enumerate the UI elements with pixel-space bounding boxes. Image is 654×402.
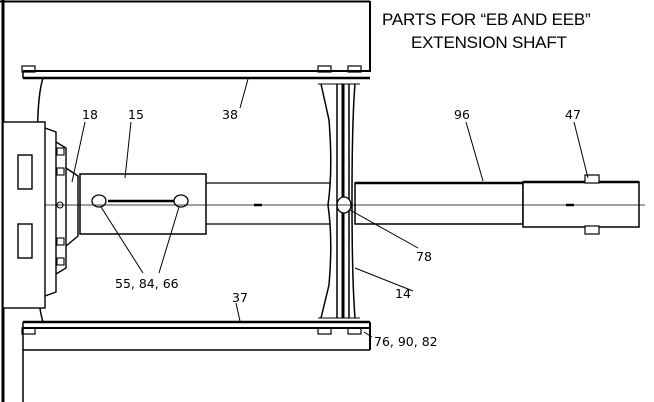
leader-lines [71, 78, 589, 338]
top-channel-rail [21, 65, 370, 80]
coupling-sleeve [79, 173, 207, 235]
callout-labels: 18 15 38 96 47 78 55, 84, 66 37 14 76, 9… [82, 107, 581, 349]
bottom-channel-rail [21, 320, 371, 351]
callout-96: 96 [454, 107, 470, 122]
diagram-title-line-2: EXTENSION SHAFT [411, 33, 567, 52]
callout-18: 18 [82, 107, 98, 122]
callout-55-84-66: 55, 84, 66 [115, 276, 179, 291]
diagram-title-line-1: PARTS FOR “EB AND EEB” [382, 10, 591, 29]
callout-78: 78 [416, 249, 432, 264]
extension-shaft [354, 181, 524, 225]
callout-14: 14 [395, 286, 411, 301]
top-bolt-heads [21, 65, 362, 73]
callout-47: 47 [565, 107, 581, 122]
callout-76-90-82: 76, 90, 82 [374, 334, 438, 349]
inner-shaft [206, 182, 330, 225]
callout-38: 38 [222, 107, 238, 122]
coupling-bolts [56, 147, 65, 266]
callout-37: 37 [232, 290, 248, 305]
bottom-bolt-heads [21, 327, 362, 335]
callout-15: 15 [128, 107, 144, 122]
end-sleeve [522, 174, 640, 235]
motor-coupling [2, 121, 79, 309]
